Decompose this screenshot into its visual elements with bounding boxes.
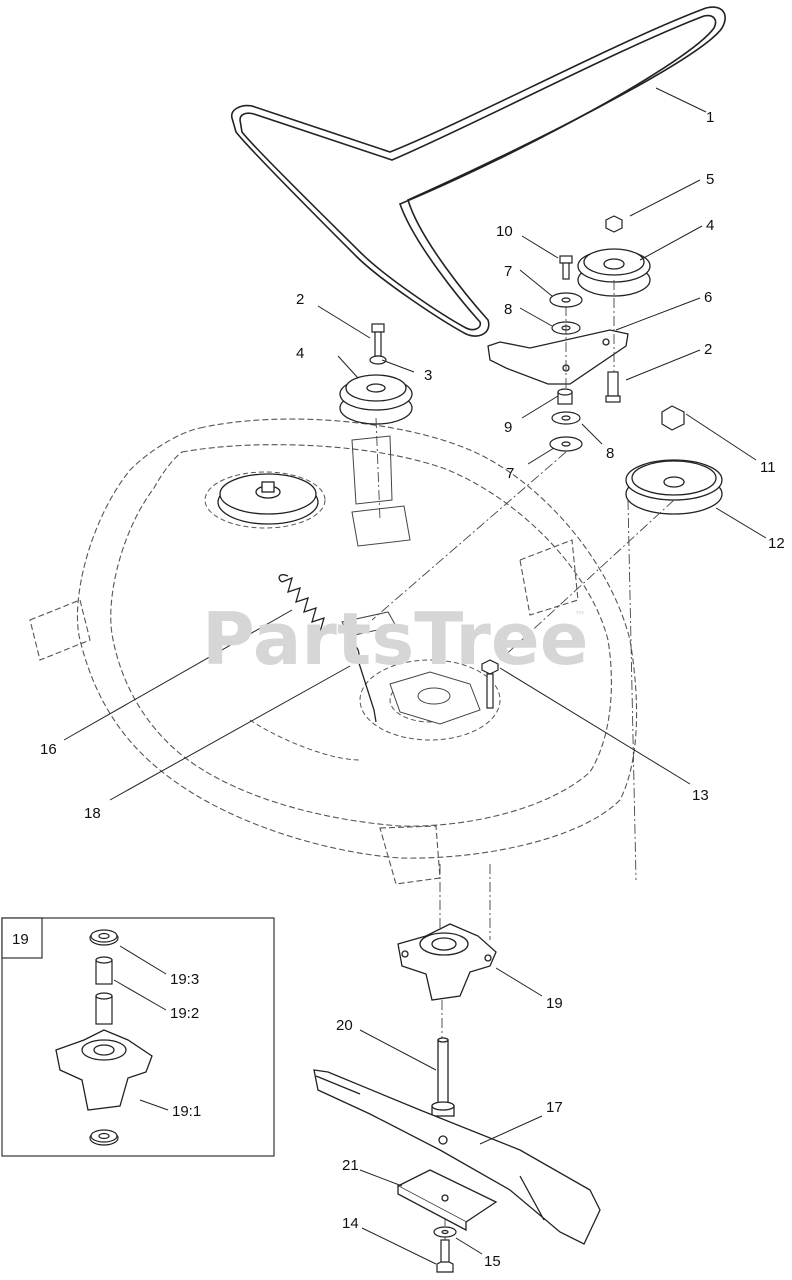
- callout-14: 14: [342, 1215, 359, 1232]
- spacer-8-bottom[interactable]: [551, 411, 581, 425]
- callout-2-left: 2: [296, 291, 304, 308]
- deck-center-spindle: [389, 671, 481, 725]
- washer-7-top[interactable]: [549, 292, 583, 308]
- watermark: PartsTree ™: [202, 597, 589, 681]
- callout-19: 19: [546, 995, 563, 1012]
- callout-8-top: 8: [504, 301, 512, 318]
- callout-10: 10: [496, 223, 513, 240]
- callout-21: 21: [342, 1157, 359, 1174]
- callout-20: 20: [336, 1017, 353, 1034]
- callout-19-3: 19:3: [170, 971, 199, 988]
- callout-12: 12: [768, 535, 785, 552]
- idler-pulley-left[interactable]: [339, 374, 413, 425]
- callout-15: 15: [484, 1253, 501, 1270]
- spindle-pulley-12[interactable]: [625, 459, 723, 515]
- washer-15[interactable]: [433, 1226, 457, 1238]
- locknut-5[interactable]: [605, 215, 623, 233]
- callout-2-right: 2: [704, 341, 712, 358]
- callout-6: 6: [704, 289, 712, 306]
- idler-bracket-left: [351, 435, 411, 547]
- callout-3: 3: [424, 367, 432, 384]
- idler-pulley-right[interactable]: [577, 248, 651, 297]
- spindle-shaft-20[interactable]: [431, 1037, 455, 1117]
- idler-bolt-left[interactable]: [371, 323, 385, 357]
- extension-spring-16[interactable]: [278, 574, 327, 635]
- watermark-text: PartsTree: [202, 597, 589, 681]
- bolt-2-right[interactable]: [605, 371, 621, 403]
- inset-panel: [1, 917, 275, 1157]
- housing-19-1[interactable]: [55, 1029, 153, 1111]
- washer-left[interactable]: [369, 355, 387, 365]
- alignment-lines: [371, 280, 675, 1244]
- callout-8-bottom: 8: [606, 445, 614, 462]
- callout-19-1: 19:1: [172, 1103, 201, 1120]
- callout-labels: 1 2 3 4 5 4 10 7 8 6 2 9 8 7 11 12 13 16…: [12, 109, 785, 1270]
- bracket-plate: [341, 611, 397, 637]
- watermark-tm: ™: [574, 609, 586, 623]
- bushing-9[interactable]: [557, 388, 573, 405]
- spacer-19-2[interactable]: [95, 956, 113, 1025]
- bolt-10[interactable]: [559, 255, 573, 280]
- blade-adapter-21[interactable]: [396, 1169, 498, 1232]
- callout-9: 9: [504, 419, 512, 436]
- callout-17: 17: [546, 1099, 563, 1116]
- locknut-11[interactable]: [661, 405, 685, 431]
- bearing-19-bottom[interactable]: [89, 1129, 119, 1146]
- callout-7-top: 7: [504, 263, 512, 280]
- bolt-13[interactable]: [481, 659, 499, 709]
- mower-blade-17[interactable]: [313, 1069, 601, 1245]
- callout-19-2: 19:2: [170, 1005, 199, 1022]
- callout-16: 16: [40, 741, 57, 758]
- spindle-housing-19[interactable]: [397, 923, 497, 1001]
- washer-7-bottom[interactable]: [549, 436, 583, 452]
- blade-bolt-14[interactable]: [436, 1239, 454, 1273]
- drive-belt[interactable]: [230, 6, 726, 337]
- idler-rod-18[interactable]: [345, 644, 377, 723]
- callout-4-left: 4: [296, 345, 304, 362]
- callout-5: 5: [706, 171, 714, 188]
- callout-11: 11: [760, 459, 776, 476]
- callout-7-bottom: 7: [506, 465, 514, 482]
- deck-spindle-pulley[interactable]: [217, 473, 319, 525]
- callout-13: 13: [692, 787, 709, 804]
- callout-1: 1: [706, 109, 714, 126]
- callout-18: 18: [84, 805, 101, 822]
- idler-arm-6[interactable]: [487, 329, 629, 385]
- callout-4-right: 4: [706, 217, 714, 234]
- inset-label-19: 19: [12, 931, 29, 948]
- leader-lines: [63, 87, 767, 1265]
- bearing-19-3[interactable]: [89, 929, 119, 946]
